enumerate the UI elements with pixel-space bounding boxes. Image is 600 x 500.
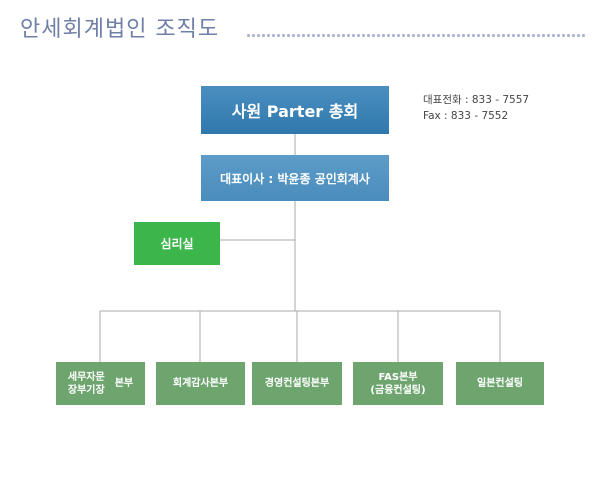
dept-box-fas: FAS본부 (금융컨설팅) xyxy=(353,362,443,405)
dept-fas-line1: FAS본부 xyxy=(378,371,418,383)
dept-tax-line1: 세무자문 xyxy=(67,371,105,383)
dept-fas-line2: (금융컨설팅) xyxy=(370,384,426,396)
page-title: 안세회계법인 조직도 xyxy=(20,17,220,42)
phone-text: 대표전화 : 833 - 7557 xyxy=(423,94,530,106)
dept-tax-suffix: 본부 xyxy=(114,378,134,389)
dept-box-tax: 세무자문 장부기장 본부 xyxy=(56,362,145,405)
dept-tax-lines: 세무자문 장부기장 xyxy=(68,371,105,397)
audit-office-box: 심리실 xyxy=(134,222,220,265)
title-dotted-divider xyxy=(246,33,586,38)
ceo-box: 사원 Parter 총회 xyxy=(201,86,389,134)
dept-tax-line2: 장부기장 xyxy=(67,384,105,396)
dept-box-general: 일본컨설팅 xyxy=(456,362,544,405)
dept-box-management: 경영컨설팅본부 xyxy=(252,362,342,405)
fax-text: Fax : 833 - 7552 xyxy=(423,110,509,122)
contact-info: 대표전화 : 833 - 7557 Fax : 833 - 7552 xyxy=(423,92,529,124)
dept-box-audit: 회계감사본부 xyxy=(156,362,245,405)
director-box: 대표이사 : 박윤종 공인회계사 xyxy=(201,155,389,201)
